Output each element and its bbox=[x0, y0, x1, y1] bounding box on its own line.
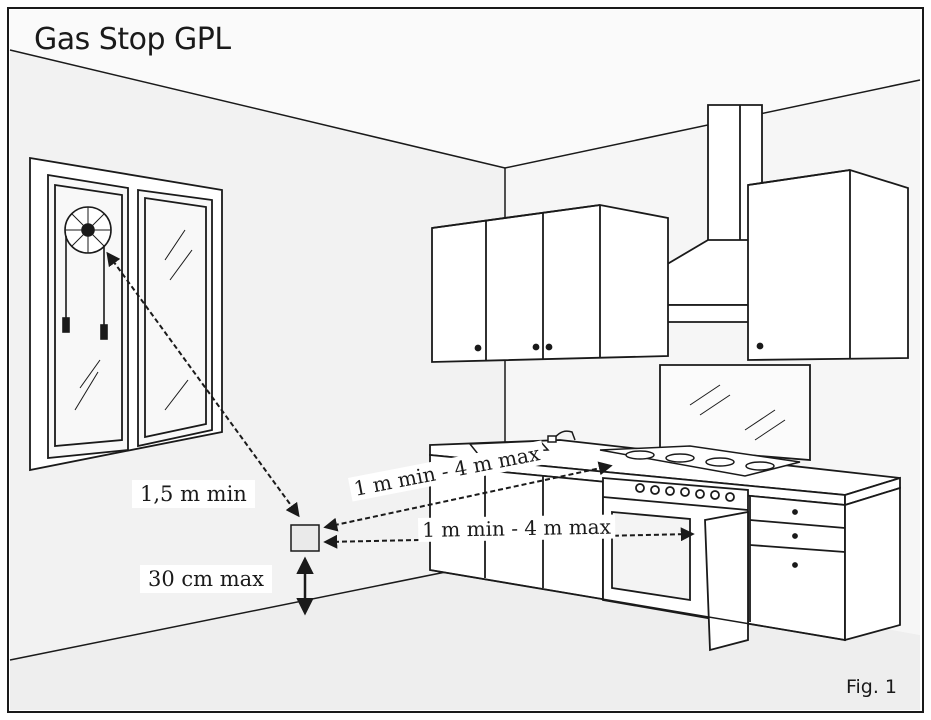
window-fan bbox=[62, 206, 112, 340]
upper-cabinet-right bbox=[747, 169, 909, 361]
floor-height-label: 30 cm max bbox=[140, 565, 273, 593]
oven-distance-label: 1 m min - 4 m max bbox=[418, 514, 616, 542]
window-distance-arrow bbox=[106, 251, 300, 518]
ceiling bbox=[10, 10, 920, 168]
gas-hob bbox=[599, 445, 801, 477]
window-distance-label: 1,5 m min bbox=[132, 480, 255, 508]
plinth-line bbox=[429, 569, 846, 641]
figure-label: Fig. 1 bbox=[845, 676, 897, 698]
oven-distance-arrow bbox=[323, 527, 695, 549]
backsplash-panel bbox=[659, 364, 811, 461]
figure-title: Gas Stop GPL bbox=[34, 22, 231, 57]
gas-detector bbox=[290, 524, 320, 552]
upper-cabinets-left bbox=[431, 204, 669, 363]
window bbox=[29, 156, 223, 472]
hob-distance-arrow bbox=[323, 461, 613, 532]
